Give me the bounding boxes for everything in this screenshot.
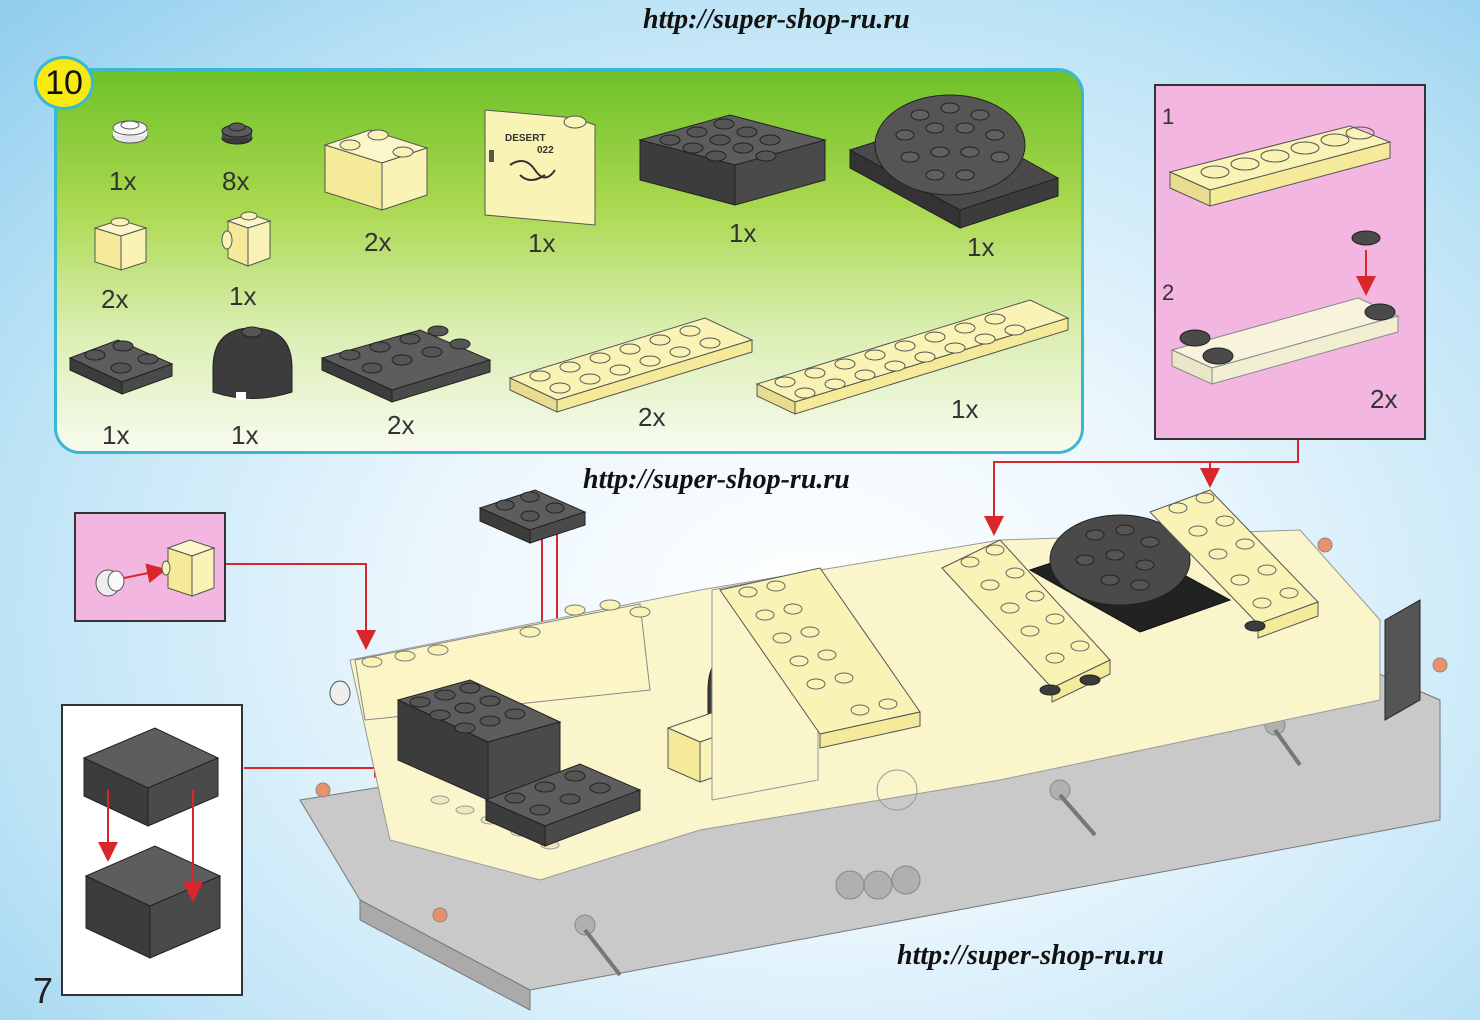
qty-door-panel: 1x	[528, 228, 556, 258]
qty-round-plate-white: 1x	[109, 166, 137, 196]
dome-icon	[212, 326, 293, 400]
round-plate-gray-icon	[221, 122, 253, 145]
qty-brick-side-stud: 1x	[229, 281, 257, 311]
brick-1x1-tan-icon	[93, 217, 148, 271]
subassembly-step1-plate-icon	[1168, 125, 1392, 207]
plate-2x2-gray-icon	[68, 339, 174, 395]
door-panel-icon: DESERT 022	[484, 109, 596, 226]
step-number-badge: 10	[34, 56, 94, 110]
subassembly-step2-plate-icon	[1170, 230, 1400, 385]
plate-2x6-tan-icon	[508, 317, 754, 413]
qty-brick-corner: 2x	[364, 227, 392, 257]
watermark-url-bottom: http://super-shop-ru.ru	[897, 940, 1164, 971]
vehicle-model-illustration	[299, 489, 1448, 1011]
substep-label-2: 2	[1162, 280, 1175, 305]
turntable-icon	[848, 94, 1060, 229]
page-number: 7	[33, 970, 54, 1011]
qty-plate-2x2: 1x	[102, 420, 130, 450]
qty-brick-1x1-tan: 2x	[101, 284, 129, 314]
round-plate-white-icon	[112, 120, 148, 144]
qty-plate-2x6: 2x	[638, 402, 666, 432]
qty-turntable: 1x	[967, 232, 995, 262]
qty-brick-2x4: 1x	[729, 218, 757, 248]
watermark-url-top: http://super-shop-ru.ru	[643, 4, 910, 35]
qty-plate-2x4: 2x	[387, 410, 415, 440]
substep-label-1: 1	[1162, 104, 1175, 129]
brick-side-stud-icon	[221, 211, 272, 267]
qty-dome: 1x	[231, 420, 259, 450]
brick-corner-icon	[323, 129, 429, 211]
plate-2x4-gray-icon	[320, 325, 492, 403]
watermark-url-middle: http://super-shop-ru.ru	[583, 464, 850, 495]
qty-round-plate-gray: 8x	[222, 166, 250, 196]
qty-subassembly: 2x	[1370, 384, 1398, 414]
plate-2x8-tan-icon	[755, 299, 1070, 415]
side-stud-assembly-icon	[95, 539, 216, 597]
qty-plate-2x8: 1x	[951, 394, 979, 424]
brick-2x4-gray-icon	[638, 114, 827, 206]
door-print-line2: 022	[537, 145, 554, 156]
brick-stack-icon	[82, 727, 222, 959]
door-print-line1: DESERT	[505, 133, 546, 144]
